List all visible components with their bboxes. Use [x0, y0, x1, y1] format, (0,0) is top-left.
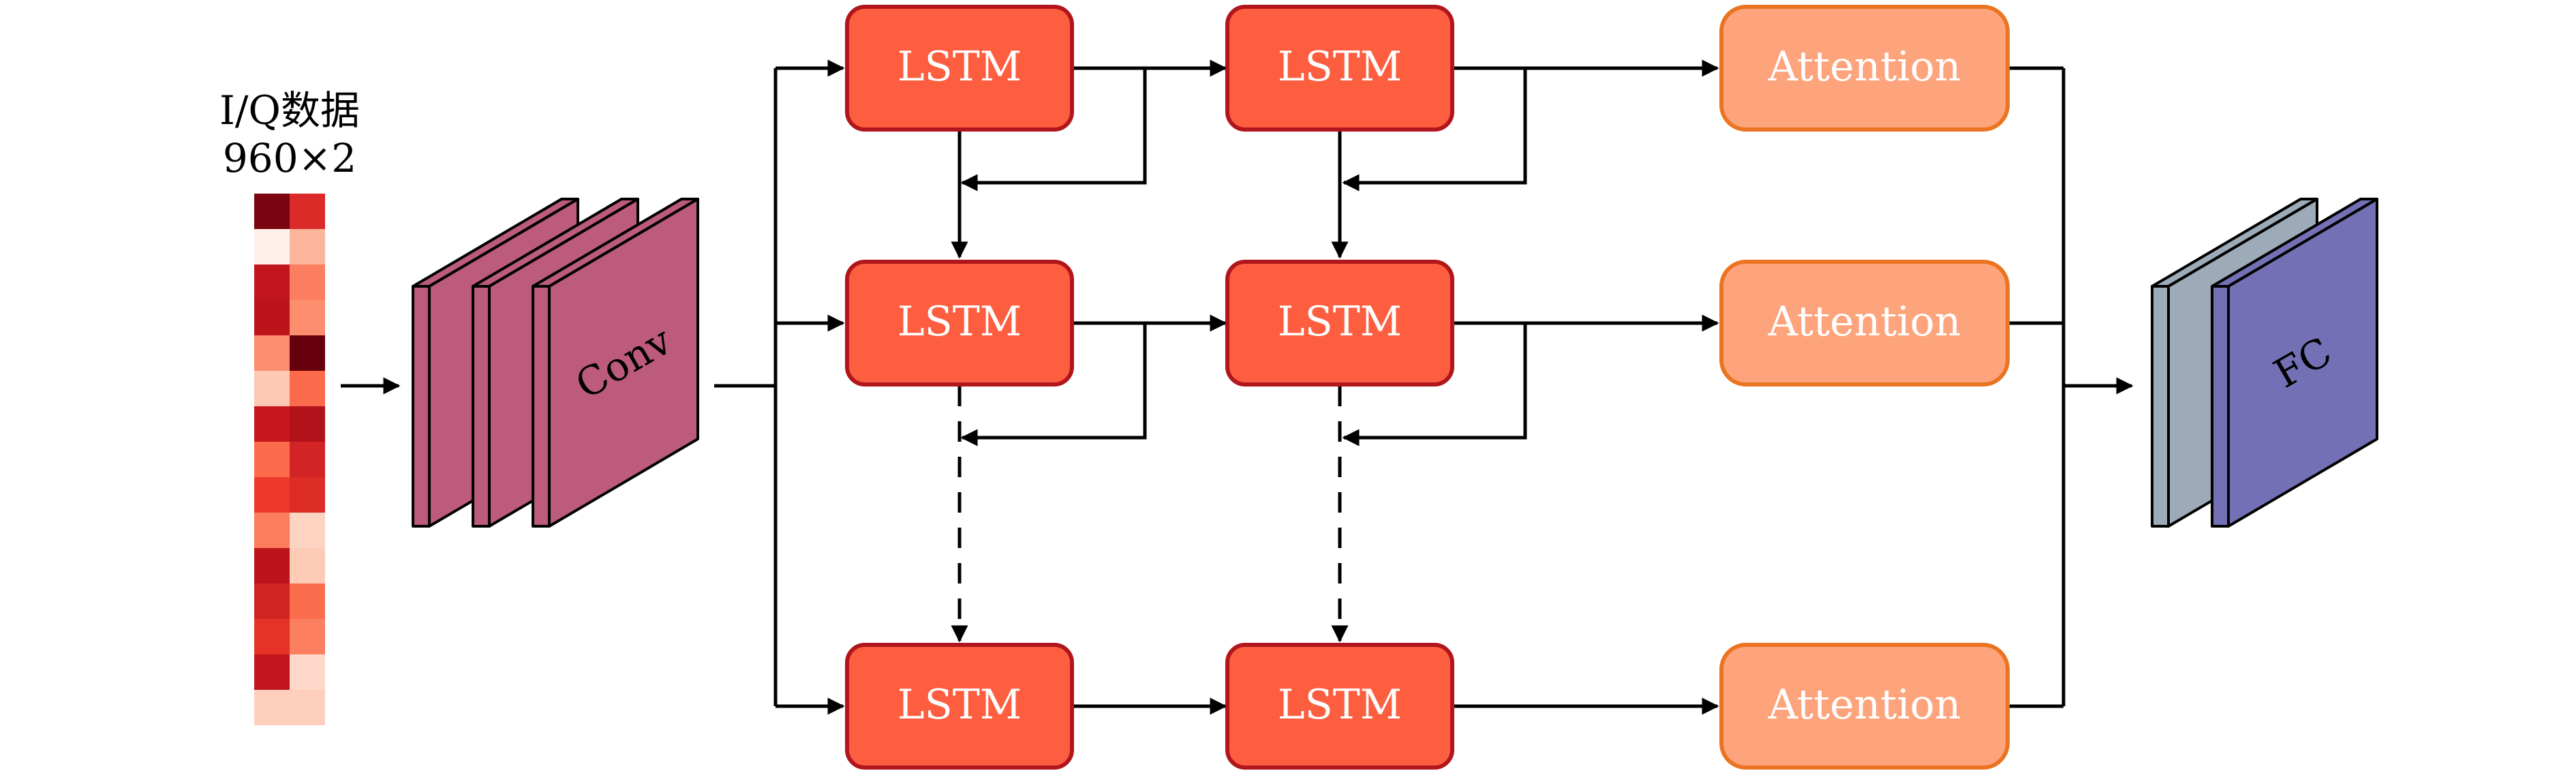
input-shape: 960×2	[223, 135, 356, 181]
svg-text:LSTM: LSTM	[898, 43, 1022, 91]
svg-text:LSTM: LSTM	[1278, 43, 1402, 91]
svg-text:Attention: Attention	[1768, 681, 1961, 729]
heatmap-cell	[290, 406, 325, 442]
heatmap-cell	[290, 477, 325, 513]
svg-text:LSTM: LSTM	[898, 681, 1022, 729]
heatmap-cell	[290, 619, 325, 654]
lstm-col2-row1: LSTM	[1225, 5, 1454, 132]
heatmap-cell	[254, 264, 290, 300]
heatmap-cell	[254, 477, 290, 513]
heatmap-cell	[254, 513, 290, 548]
heatmap-cell	[290, 229, 325, 264]
svg-text:LSTM: LSTM	[898, 298, 1022, 346]
lstm-col1-row1: LSTM	[845, 5, 1074, 132]
heatmap-cell	[290, 690, 325, 725]
lstm-col2-row2: LSTM	[1225, 260, 1454, 386]
heatmap-cell	[254, 335, 290, 371]
lstm-col1-row2: LSTM	[845, 260, 1074, 386]
heatmap-cell	[254, 442, 290, 477]
lstm-col2-row3: LSTM	[1225, 643, 1454, 770]
heatmap-cell	[254, 194, 290, 229]
heatmap-cell	[290, 300, 325, 335]
heatmap-cell	[290, 548, 325, 583]
heatmap-cell	[290, 264, 325, 300]
heatmap-cell	[254, 406, 290, 442]
heatmap-cell	[254, 654, 290, 690]
heatmap-cell	[254, 371, 290, 406]
heatmap-cell	[254, 583, 290, 619]
iq-heatmap	[254, 194, 325, 725]
fc-slab: FC	[2211, 198, 2378, 528]
heatmap-cell	[254, 690, 290, 725]
heatmap-cell	[254, 619, 290, 654]
heatmap-cell	[290, 654, 325, 690]
fc-layer: FC	[2211, 198, 2378, 528]
connections	[951, 59, 2134, 715]
svg-text:Attention: Attention	[1768, 298, 1961, 346]
heatmap-cell	[290, 583, 325, 619]
heatmap-cell	[290, 194, 325, 229]
heatmap-cell	[254, 300, 290, 335]
attention-row3: Attention	[1719, 643, 2010, 770]
attention-row1: Attention	[1719, 5, 2010, 132]
heatmap-cell	[254, 548, 290, 583]
svg-text:Attention: Attention	[1768, 43, 1961, 91]
input-title: I/Q数据	[219, 87, 360, 134]
heatmap-cell	[290, 335, 325, 371]
attention-row2: Attention	[1719, 260, 2010, 386]
heatmap-cell	[290, 371, 325, 406]
svg-text:LSTM: LSTM	[1278, 681, 1402, 729]
heatmap-cell	[290, 513, 325, 548]
lstm-col1-row3: LSTM	[845, 643, 1074, 770]
heatmap-cell	[290, 442, 325, 477]
conv-layer-3: Conv	[532, 198, 699, 528]
heatmap-cell	[254, 229, 290, 264]
conv-layer-stack: Conv	[412, 198, 699, 528]
svg-text:LSTM: LSTM	[1278, 298, 1402, 346]
